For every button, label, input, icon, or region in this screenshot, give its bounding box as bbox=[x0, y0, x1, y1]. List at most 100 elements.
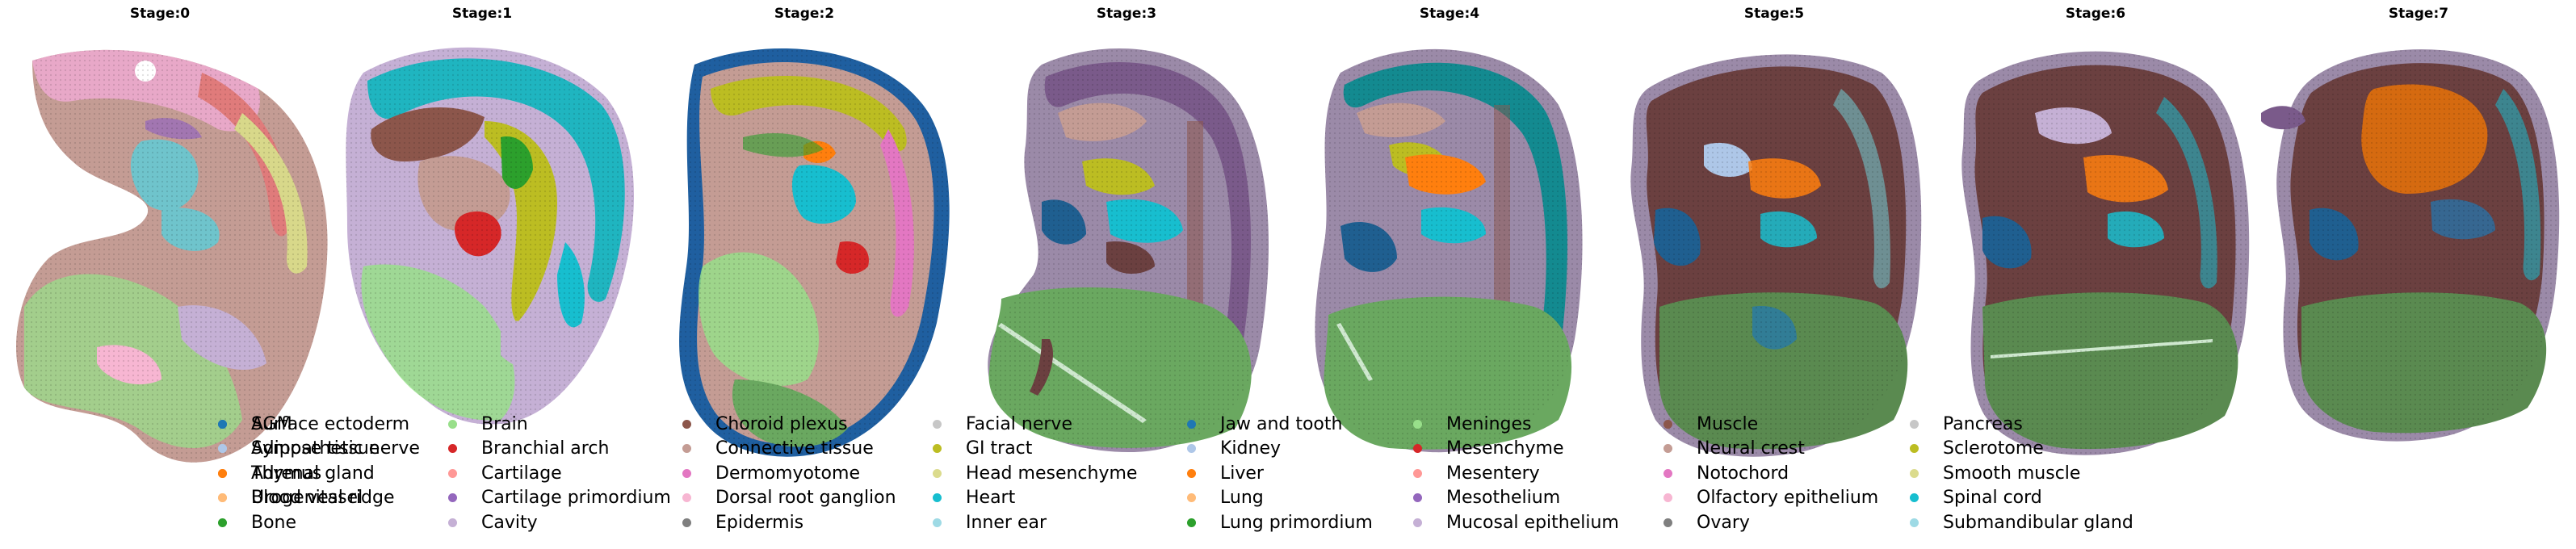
legend-item: Liver bbox=[1187, 461, 1264, 485]
legend-marker bbox=[1910, 518, 1919, 527]
legend-item: Meninges bbox=[1413, 412, 1531, 436]
legend-item: Submandibular gland bbox=[1910, 510, 2133, 534]
legend-item: Cavity bbox=[448, 510, 538, 534]
grain-overlay bbox=[679, 48, 950, 457]
panel-stage-0 bbox=[16, 49, 328, 463]
panel-title-3: Stage:3 bbox=[1097, 6, 1156, 22]
panel-title-1: Stage:1 bbox=[452, 6, 512, 22]
legend-item: Mesentery bbox=[1413, 461, 1540, 485]
legend-marker bbox=[682, 518, 691, 527]
legend-label: Jaw and tooth bbox=[1220, 413, 1343, 434]
legend-label: Sclerotome bbox=[1943, 438, 2044, 459]
panel-stage-2 bbox=[679, 48, 950, 457]
legend-label: GI tract bbox=[966, 438, 1033, 459]
grain-overlay bbox=[1630, 54, 1922, 457]
legend-label: Ovary bbox=[1697, 512, 1750, 533]
legend-label: Lung bbox=[1220, 488, 1264, 508]
legend-label: Blood vessel bbox=[251, 488, 363, 508]
legend-label: Branchial arch bbox=[481, 438, 610, 459]
legend-item: Thymus bbox=[218, 461, 321, 485]
legend-marker bbox=[1910, 493, 1919, 502]
legend-label: Inner ear bbox=[966, 512, 1047, 533]
panel-title-5: Stage:5 bbox=[1744, 6, 1804, 22]
legend-label: Liver bbox=[1220, 463, 1264, 484]
legend-label: Sympathetic nerve bbox=[251, 438, 420, 459]
legend-item: Sympathetic nerve bbox=[218, 437, 420, 461]
legend-marker bbox=[933, 468, 942, 478]
panel-title-6: Stage:6 bbox=[2066, 6, 2125, 22]
legend-label: Surface ectoderm bbox=[251, 413, 410, 434]
legend-item: Bone bbox=[218, 510, 296, 534]
legend-label: Thymus bbox=[251, 463, 322, 484]
legend-marker bbox=[1413, 468, 1422, 478]
legend-marker bbox=[448, 518, 457, 527]
legend-label: Kidney bbox=[1220, 438, 1282, 459]
legend-label: Mucosal epithelium bbox=[1446, 512, 1619, 533]
legend-item: Branchial arch bbox=[448, 437, 609, 461]
legend-item: Inner ear bbox=[933, 510, 1047, 534]
legend-item: Urogenital ridge bbox=[218, 486, 395, 510]
panel-title-0: Stage:0 bbox=[130, 6, 190, 22]
legend-label: AGM bbox=[251, 413, 292, 434]
legend-marker bbox=[1187, 493, 1196, 502]
panel-title-4: Stage:4 bbox=[1420, 6, 1479, 22]
legend-item: Epidermis bbox=[682, 510, 803, 534]
legend-item: Connective tissue bbox=[682, 437, 874, 461]
legend-marker bbox=[1187, 444, 1196, 453]
legend-marker bbox=[218, 444, 227, 453]
legend-marker bbox=[448, 468, 457, 478]
legend-label: Dorsal root ganglion bbox=[715, 488, 896, 508]
legend-label: Adipose tissue bbox=[251, 438, 380, 459]
legend-label: Cartilage primordium bbox=[481, 488, 671, 508]
legend-marker bbox=[1663, 444, 1672, 453]
legend-marker bbox=[218, 419, 227, 429]
legend-marker bbox=[933, 493, 942, 502]
legend-marker bbox=[218, 493, 227, 502]
legend-marker bbox=[933, 444, 942, 453]
grain-overlay bbox=[16, 49, 328, 463]
legend-item: Smooth muscle bbox=[1910, 461, 2080, 485]
panel-stage-4 bbox=[1315, 48, 1583, 453]
grain-overlay bbox=[1961, 51, 2250, 455]
legend-label: Facial nerve bbox=[966, 413, 1072, 434]
panel-stage-3 bbox=[988, 48, 1269, 452]
legend-marker bbox=[933, 518, 942, 527]
legend-marker bbox=[1663, 518, 1672, 527]
legend-item: Sclerotome bbox=[1910, 437, 2044, 461]
legend-label: Submandibular gland bbox=[1943, 512, 2133, 533]
legend-label: Lung primordium bbox=[1220, 512, 1373, 533]
legend-label: Mesothelium bbox=[1446, 488, 1561, 508]
panel-stage-5 bbox=[1630, 54, 1922, 457]
legend-marker bbox=[1663, 468, 1672, 478]
legend-label: Mesenchyme bbox=[1446, 438, 1564, 459]
legend-label: Bone bbox=[251, 512, 297, 533]
legend-item: Brain bbox=[448, 412, 528, 436]
legend-marker bbox=[1910, 419, 1919, 429]
legend-item: GI tract bbox=[933, 437, 1032, 461]
legend-item: Ovary bbox=[1663, 510, 1750, 534]
legend-item: Spinal cord bbox=[1910, 486, 2042, 510]
legend-item: Head mesenchyme bbox=[933, 461, 1137, 485]
legend-label: Mesentery bbox=[1446, 463, 1540, 484]
legend-label: Cavity bbox=[481, 512, 538, 533]
legend-marker bbox=[1187, 419, 1196, 429]
legend-marker bbox=[682, 468, 691, 478]
panel-stage-1 bbox=[346, 47, 634, 425]
legend-marker bbox=[682, 444, 691, 453]
legend-item: Blood vessel bbox=[218, 486, 363, 510]
legend-item: Muscle bbox=[1663, 412, 1758, 436]
legend-label: Notochord bbox=[1697, 463, 1789, 484]
legend-label: Meninges bbox=[1446, 413, 1532, 434]
grain-overlay bbox=[2276, 49, 2560, 442]
grain-overlay bbox=[1315, 48, 1583, 453]
legend-marker bbox=[1413, 518, 1422, 527]
legend-item: Olfactory epithelium bbox=[1663, 486, 1878, 510]
legend-item: Lung primordium bbox=[1187, 510, 1373, 534]
panel-title-2: Stage:2 bbox=[774, 6, 834, 22]
legend-item: Dorsal root ganglion bbox=[682, 486, 896, 510]
legend-label: Heart bbox=[966, 488, 1016, 508]
panel-stage-6 bbox=[1961, 51, 2250, 455]
legend-item: Mesenchyme bbox=[1413, 437, 1563, 461]
legend-marker bbox=[448, 444, 457, 453]
